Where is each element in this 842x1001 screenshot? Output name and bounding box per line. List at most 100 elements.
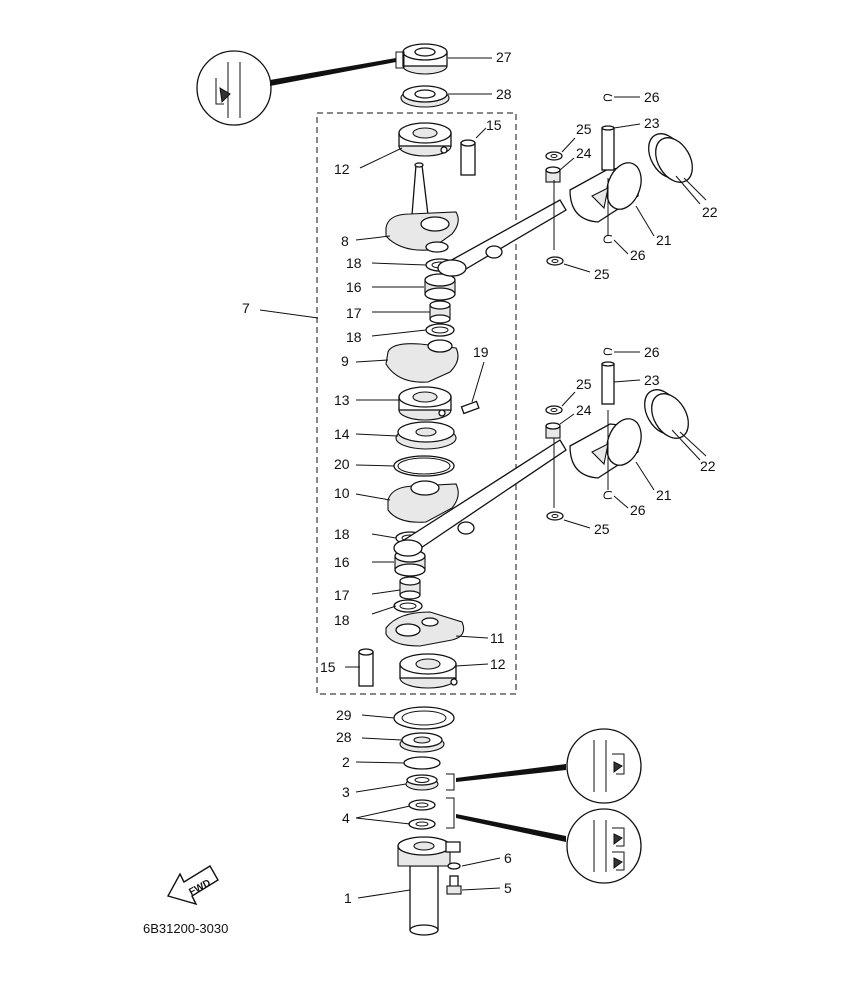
callout-25-a: 25 bbox=[576, 121, 592, 137]
callout-25-c: 25 bbox=[576, 376, 592, 392]
callout-11: 11 bbox=[490, 630, 505, 646]
washer-25-d bbox=[546, 511, 564, 521]
connecting-rod-upper bbox=[437, 199, 567, 277]
seal-detail-view-top bbox=[196, 50, 396, 126]
washer-25-c bbox=[545, 405, 563, 415]
washer-25-a bbox=[545, 151, 563, 161]
callout-2: 2 bbox=[342, 754, 350, 770]
callout-17-b: 17 bbox=[334, 587, 350, 603]
labyrinth-seal-14 bbox=[395, 421, 457, 450]
callout-18-c: 18 bbox=[334, 526, 350, 542]
piston-rings-22-lower bbox=[644, 389, 689, 439]
roller-bearing-17-b bbox=[399, 576, 421, 600]
callout-16-a: 16 bbox=[346, 279, 362, 295]
callout-9: 9 bbox=[341, 353, 349, 369]
callout-1: 1 bbox=[344, 890, 352, 906]
roller-bearing-17-a bbox=[429, 300, 451, 324]
seal-28-bottom bbox=[399, 732, 445, 753]
callout-24-b: 24 bbox=[576, 402, 592, 418]
crankshaft-lower-11 bbox=[385, 611, 465, 647]
callout-15-top: 15 bbox=[486, 117, 502, 133]
connecting-rod-lower bbox=[393, 439, 567, 557]
callout-13: 13 bbox=[334, 392, 350, 408]
callout-26-b: 26 bbox=[630, 247, 646, 263]
callout-3: 3 bbox=[342, 784, 350, 800]
oil-seal-housing-1 bbox=[397, 836, 461, 936]
clip-26-c bbox=[603, 347, 613, 356]
callout-23-a: 23 bbox=[644, 115, 660, 131]
fwd-arrow-icon: FWD bbox=[166, 865, 219, 906]
oil-seal-3 bbox=[405, 774, 439, 791]
callout-25-b: 25 bbox=[594, 266, 610, 282]
bearing-18-b bbox=[425, 323, 455, 337]
callout-4: 4 bbox=[342, 810, 350, 826]
callout-14: 14 bbox=[334, 426, 350, 442]
callout-18-a: 18 bbox=[346, 255, 362, 271]
crank-web-9 bbox=[385, 339, 459, 383]
callout-10: 10 bbox=[334, 485, 350, 501]
dowel-pin-15-bottom bbox=[358, 648, 374, 687]
callout-22-a: 22 bbox=[702, 204, 718, 220]
clip-26-a bbox=[603, 93, 613, 102]
callout-18-b: 18 bbox=[346, 329, 362, 345]
oil-seals-4 bbox=[408, 799, 436, 830]
callout-25-d: 25 bbox=[594, 521, 610, 537]
callout-29: 29 bbox=[336, 707, 352, 723]
callout-22-b: 22 bbox=[700, 458, 716, 474]
bearing-12-top bbox=[398, 122, 452, 157]
callout-24-a: 24 bbox=[576, 145, 592, 161]
bolt-5 bbox=[446, 875, 462, 895]
callout-19: 19 bbox=[473, 344, 489, 360]
dowel-pin-15-top bbox=[460, 139, 476, 176]
needle-bearing-16-a bbox=[424, 273, 456, 301]
callout-26-a: 26 bbox=[644, 89, 660, 105]
clip-26-d bbox=[603, 491, 613, 500]
callout-16-b: 16 bbox=[334, 554, 350, 570]
bearing-18-d bbox=[393, 599, 423, 613]
piston-pin-23-a bbox=[601, 125, 615, 171]
callout-26-c: 26 bbox=[644, 344, 660, 360]
piston-pin-23-b bbox=[601, 361, 615, 405]
callout-21-a: 21 bbox=[656, 232, 672, 248]
bearing-13 bbox=[398, 386, 452, 421]
callout-numbers: 27 28 15 12 8 7 18 16 17 18 9 19 13 14 2… bbox=[242, 49, 718, 906]
washer-6 bbox=[447, 862, 461, 870]
callout-28-top: 28 bbox=[496, 86, 512, 102]
callout-12-bottom: 12 bbox=[490, 656, 506, 672]
clip-26-b bbox=[603, 235, 613, 244]
callout-17-a: 17 bbox=[346, 305, 362, 321]
pin-19 bbox=[460, 400, 480, 415]
part-code: 6B31200-3030 bbox=[143, 921, 228, 936]
crankshaft-upper-8 bbox=[385, 162, 459, 253]
callout-27: 27 bbox=[496, 49, 512, 65]
seal-detail-view-middle bbox=[446, 728, 642, 804]
callout-7: 7 bbox=[242, 300, 250, 316]
callout-20: 20 bbox=[334, 456, 350, 472]
callout-15-bottom: 15 bbox=[320, 659, 336, 675]
callout-12-top: 12 bbox=[334, 161, 350, 177]
callout-21-b: 21 bbox=[656, 487, 672, 503]
callout-28-bottom: 28 bbox=[336, 729, 352, 745]
o-ring-20 bbox=[393, 455, 455, 477]
gasket-29 bbox=[393, 706, 455, 730]
callout-23-b: 23 bbox=[644, 372, 660, 388]
piston-rings-22-upper bbox=[648, 133, 693, 183]
washer-25-b bbox=[546, 256, 564, 266]
seal-28-top bbox=[400, 85, 450, 108]
callout-26-d: 26 bbox=[630, 502, 646, 518]
callout-18-d: 18 bbox=[334, 612, 350, 628]
oil-seal-27 bbox=[395, 43, 448, 75]
callout-8: 8 bbox=[341, 233, 349, 249]
needle-bearing-24-a bbox=[545, 166, 561, 183]
seal-detail-view-bottom bbox=[446, 797, 642, 884]
crank-web-10 bbox=[387, 480, 459, 523]
needle-bearing-24-b bbox=[545, 422, 561, 439]
bearing-12-bottom bbox=[399, 653, 458, 689]
callout-5: 5 bbox=[504, 880, 512, 896]
callout-6: 6 bbox=[504, 850, 512, 866]
piston-21-lower bbox=[569, 418, 642, 479]
leader-lines bbox=[259, 57, 707, 899]
o-ring-2 bbox=[403, 756, 441, 770]
